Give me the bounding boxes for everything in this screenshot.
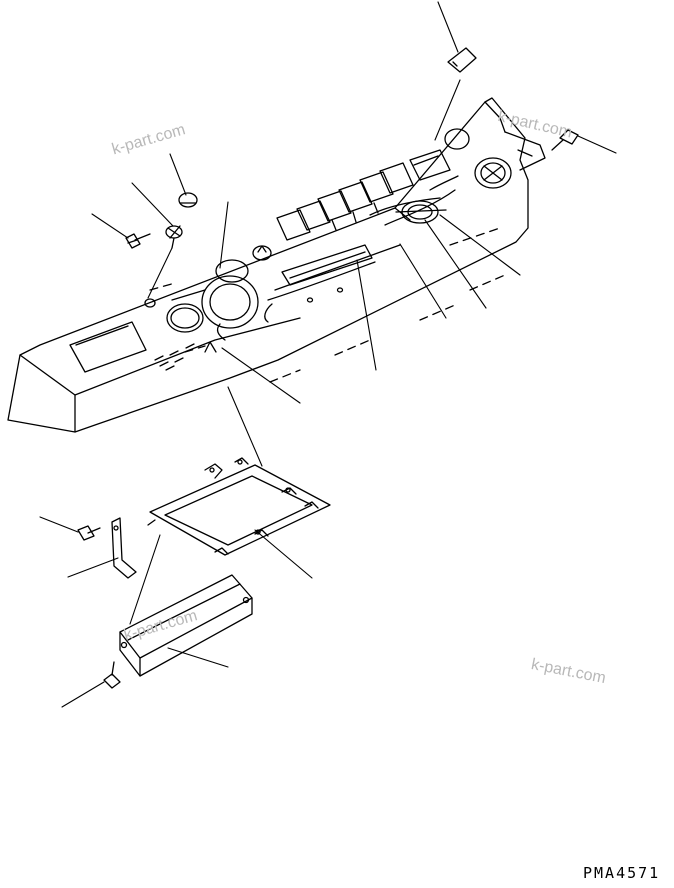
wire-harness bbox=[216, 175, 459, 341]
l-bracket bbox=[111, 517, 137, 579]
gasket-plate bbox=[147, 457, 331, 556]
switch-slots bbox=[276, 149, 451, 241]
console-cover bbox=[7, 97, 546, 433]
bolt-lower bbox=[77, 525, 101, 541]
bolt-upper-left bbox=[165, 225, 183, 249]
cap-part bbox=[447, 47, 477, 73]
bolt-left bbox=[125, 233, 151, 249]
bolt-bottom bbox=[103, 661, 121, 689]
small-cap bbox=[178, 192, 198, 208]
console-openings bbox=[69, 289, 206, 373]
terminal-wires bbox=[154, 341, 217, 371]
leader-lines bbox=[39, 1, 617, 708]
console-gauges bbox=[144, 128, 512, 333]
figure-code: PMA4571 bbox=[583, 864, 661, 882]
lower-box bbox=[119, 574, 253, 677]
bolt-right bbox=[551, 129, 579, 151]
